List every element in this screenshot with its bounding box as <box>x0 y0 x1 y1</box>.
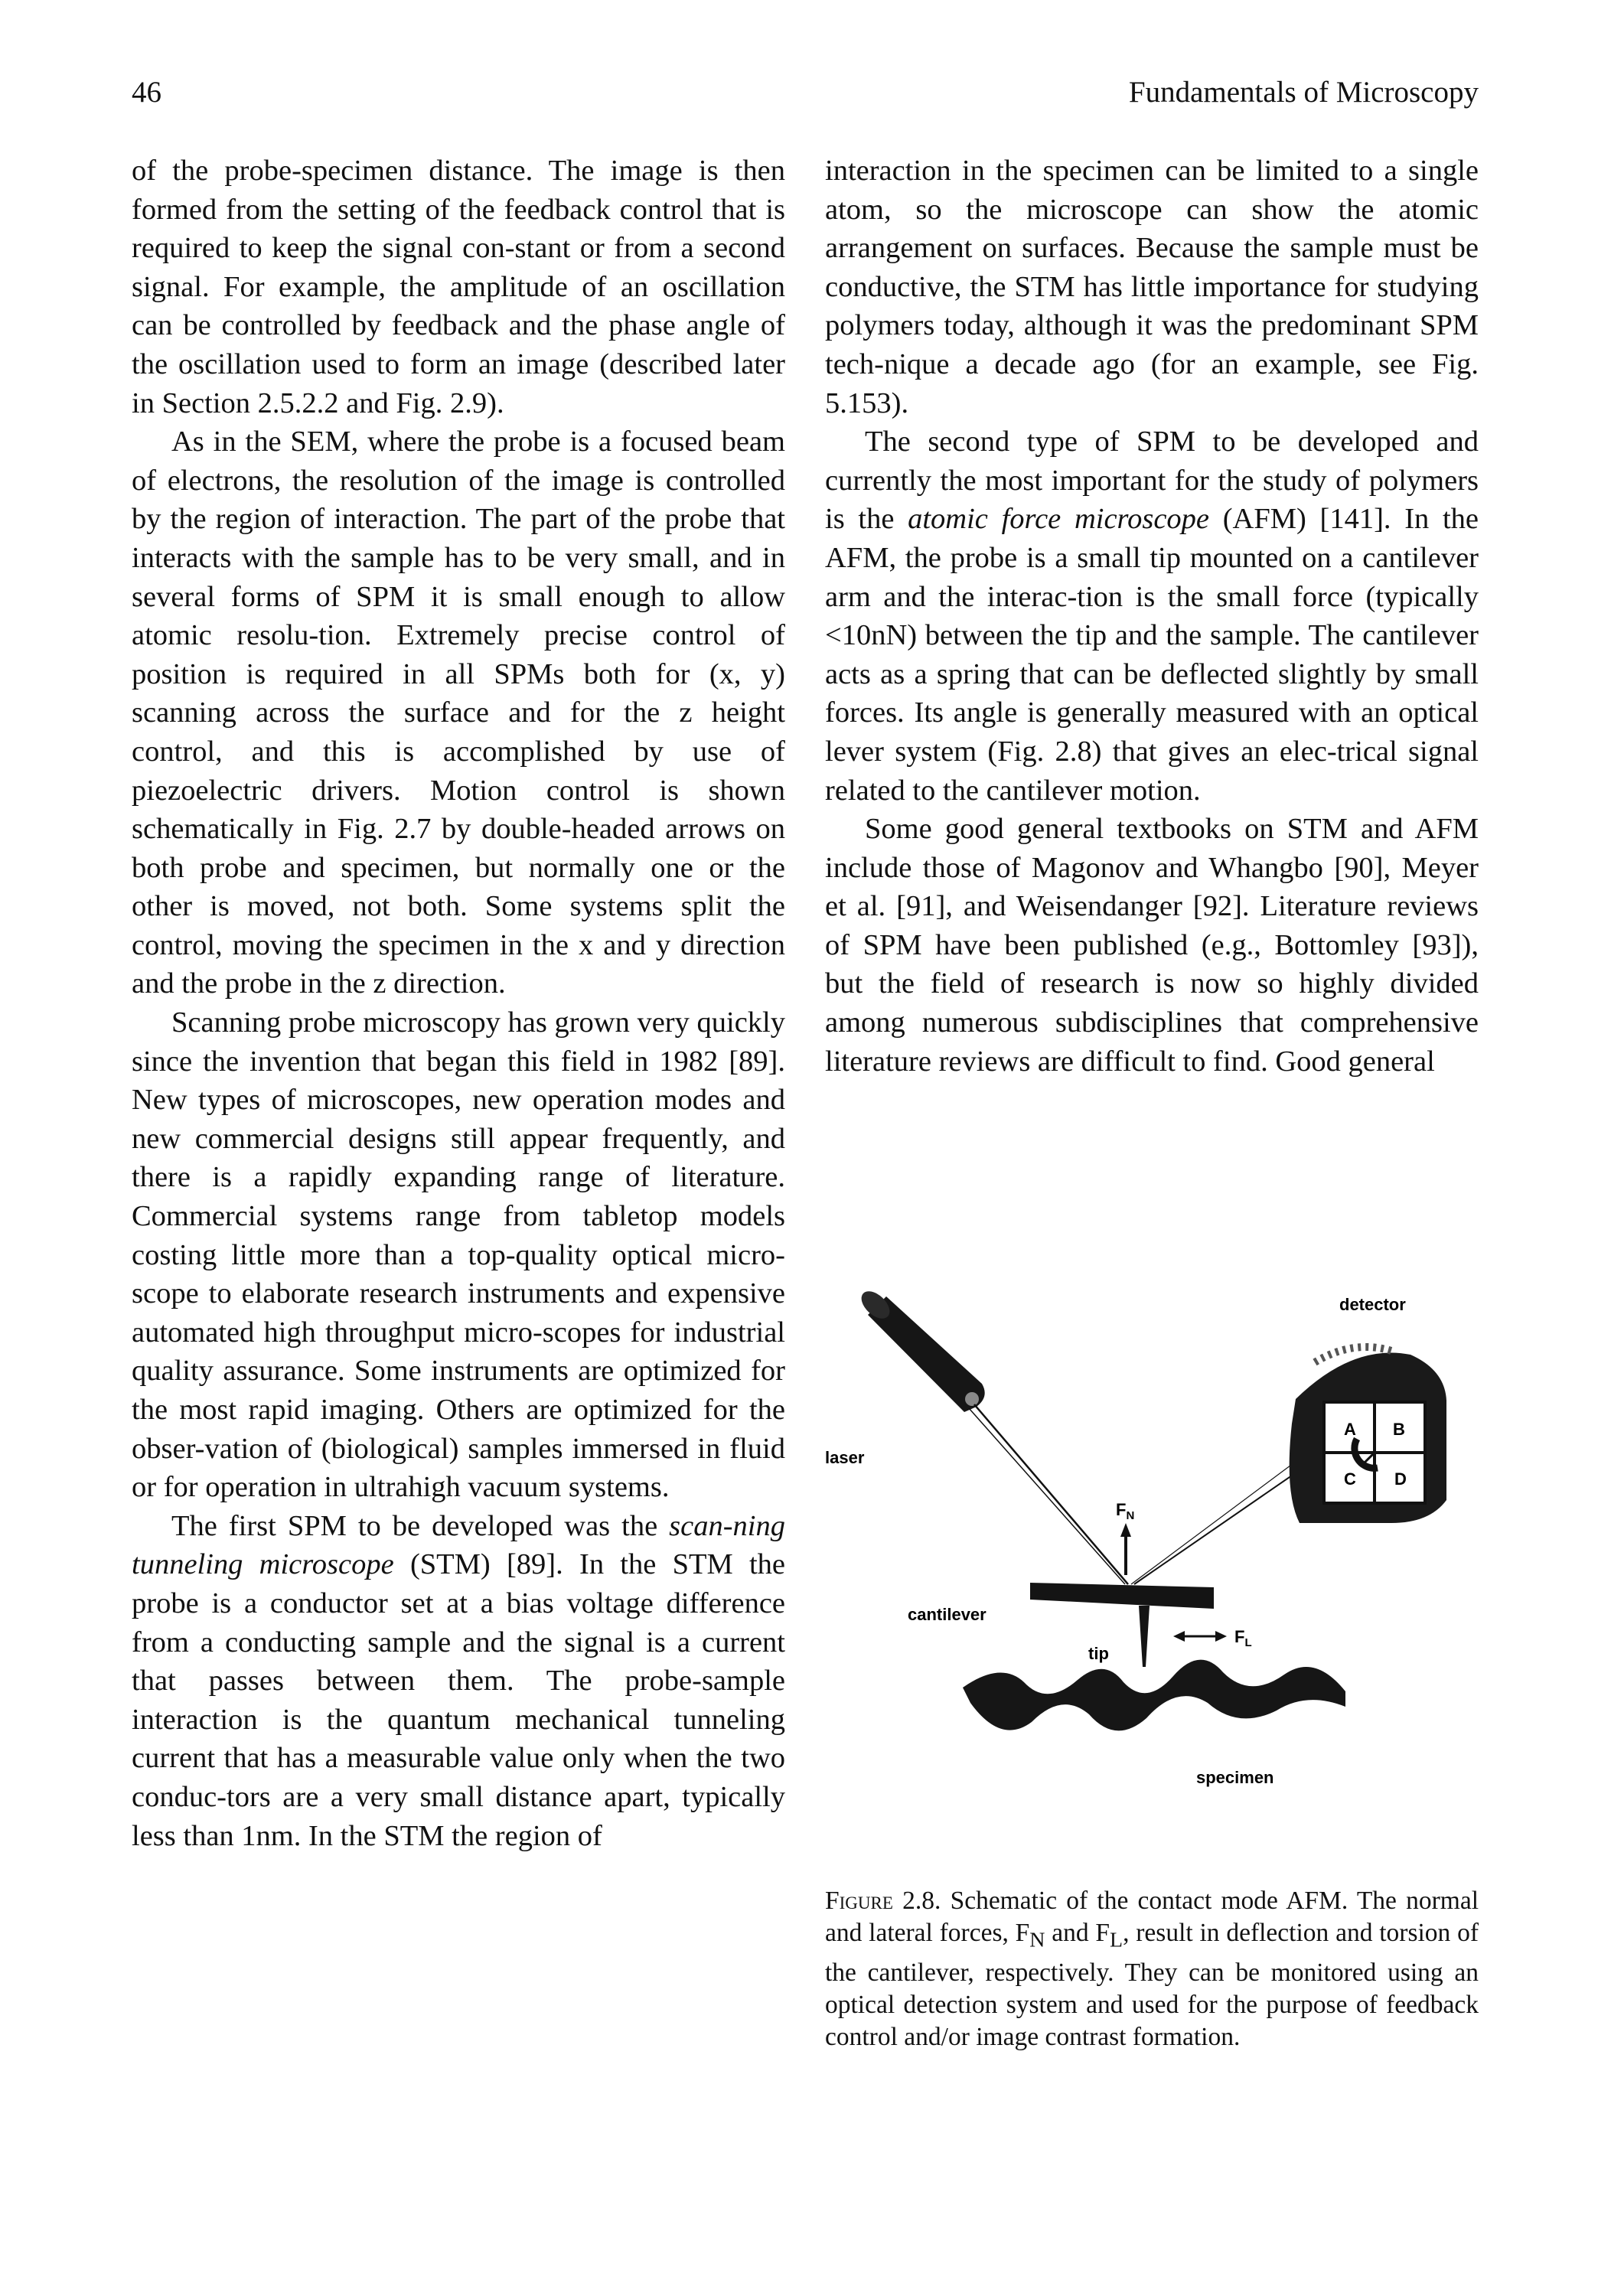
stm-intro-text: The first SPM to be developed was the <box>171 1509 670 1542</box>
figure-caption-sub-n: N <box>1029 1928 1045 1952</box>
stm-term: scan-ning tunneling microscope <box>132 1509 785 1581</box>
quadrant-c-label: C <box>1344 1469 1356 1489</box>
laser-emitter <box>861 1291 985 1412</box>
normal-force-label: FN <box>1116 1500 1134 1522</box>
page-number: 46 <box>132 76 161 109</box>
normal-force-arrow <box>1120 1523 1131 1575</box>
specimen-label: specimen <box>1196 1768 1274 1787</box>
figure-caption-label: Figure <box>825 1887 893 1915</box>
left-paragraph-3: Scanning probe microscopy has grown very… <box>132 1006 785 1504</box>
figure-caption-text: Schematic of the contact mode AFM. The n… <box>825 1887 1479 1947</box>
afm-term: atomic force microscope <box>908 503 1210 536</box>
cantilever-label: cantilever <box>908 1605 986 1624</box>
left-paragraph-4: The first SPM to be developed was the sc… <box>132 1507 785 1855</box>
quadrant-d-label: D <box>1394 1469 1407 1489</box>
specimen-surface <box>963 1659 1345 1731</box>
right-paragraph-3: Some good general textbooks on STM and A… <box>825 813 1479 1078</box>
detector-label: detector <box>1339 1295 1406 1314</box>
quadrant-b-label: B <box>1393 1420 1405 1439</box>
stm-body-text: (STM) [89]. In the STM the probe is a co… <box>132 1548 785 1852</box>
cantilever-beam <box>1030 1583 1214 1609</box>
right-column: interaction in the specimen can be limit… <box>825 152 1479 1081</box>
afm-body-text: (AFM) [141]. In the AFM, the probe is a … <box>825 503 1479 807</box>
figure-caption-sub-l: L <box>1110 1928 1123 1952</box>
lateral-force-arrow <box>1173 1631 1227 1642</box>
right-paragraph-2: The second type of SPM to be developed a… <box>825 422 1479 810</box>
running-title: Fundamentals of Microscopy <box>1128 76 1479 109</box>
afm-intro-text: The second type of SPM to be developed a… <box>825 426 1479 536</box>
right-paragraph-1: interaction in the specimen can be limit… <box>825 155 1479 419</box>
left-paragraph-1: of the probe-specimen distance. The imag… <box>132 155 785 419</box>
afm-schematic-figure: A B C D laser detector cantilever tip sp… <box>825 1291 1446 1787</box>
left-column: of the probe-specimen distance. The imag… <box>132 152 785 1855</box>
laser-label: laser <box>825 1448 865 1467</box>
quadrant-a-label: A <box>1344 1420 1356 1439</box>
left-paragraph-2: As in the SEM, where the probe is a focu… <box>132 426 785 1000</box>
tip-label: tip <box>1088 1644 1109 1663</box>
figure-caption-rest: , result in deflection and torsion of th… <box>825 1919 1479 2051</box>
probe-tip <box>1139 1606 1150 1667</box>
figure-caption: Figure 2.8. Schematic of the contact mod… <box>825 1885 1479 2053</box>
lateral-force-label: FL <box>1234 1627 1252 1649</box>
laser-beam-reflected <box>1130 1453 1313 1585</box>
laser-beam-incident <box>968 1404 1129 1585</box>
photodetector <box>1289 1343 1446 1523</box>
figure-caption-and: and F <box>1045 1919 1110 1947</box>
figure-caption-number: 2.8. <box>892 1887 941 1915</box>
